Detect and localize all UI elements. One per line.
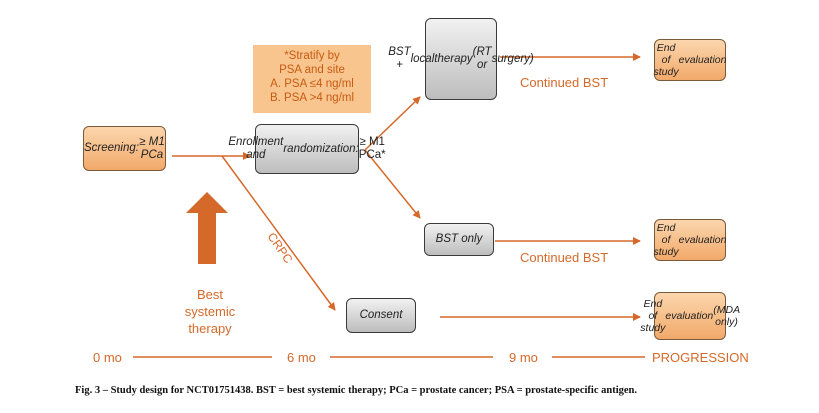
- bst-only-box: BST only: [424, 223, 494, 256]
- stratify-line-4: B. PSA >4 ng/ml: [269, 92, 355, 104]
- screening-box: Screening: ≥ M1 PCa: [83, 126, 166, 171]
- arrow-enrollment-to-bst-local: [364, 96, 421, 151]
- screening-line-2: ≥ M1 PCa: [139, 135, 165, 161]
- stratify-line-2: PSA and site: [279, 64, 345, 76]
- timeline-6mo: 6 mo: [287, 350, 316, 365]
- end3-line-1: End of study: [640, 298, 666, 334]
- consent-box: Consent: [346, 298, 416, 333]
- best-line-3: therapy: [188, 321, 232, 336]
- best-line-1: Best: [196, 287, 223, 302]
- timeline-0mo: 0 mo: [93, 350, 122, 365]
- timeline-progression: PROGRESSION: [652, 350, 749, 365]
- enrollment-line-3: ≥ M1 PCa*: [358, 136, 386, 161]
- enrollment-line-1: Enrollment and: [228, 136, 284, 161]
- enrollment-line-2: randomization:: [283, 142, 359, 155]
- up-arrow-icon: [186, 192, 228, 264]
- bst-local-line-5: surgery): [491, 52, 534, 65]
- best-line-2: systemic: [184, 304, 236, 319]
- bst-local-box: BST + local therapy (RT or surgery): [388, 18, 534, 100]
- end1-line-1: End of study: [653, 42, 679, 78]
- end3-line-3: (MDA only): [713, 304, 741, 328]
- timeline-9mo: 9 mo: [509, 350, 538, 365]
- bst-local-line-3: therapy: [434, 52, 473, 65]
- end-of-study-box-3: End of study evaluation (MDA only): [640, 292, 740, 340]
- bst-only-label: BST only: [435, 233, 483, 245]
- continued-bst-label-bottom: Continued BST: [520, 250, 609, 265]
- best-systemic-therapy-label: Best systemic therapy: [165, 286, 255, 337]
- end1-line-2: evaluation: [678, 54, 727, 66]
- screening-line-1: Screening:: [84, 142, 139, 154]
- end-of-study-box-2: End of study evaluation: [654, 219, 726, 261]
- end3-line-2: evaluation: [665, 310, 714, 322]
- bst-local-line-2: local: [410, 52, 435, 65]
- end2-line-1: End of study: [653, 222, 679, 258]
- continued-bst-label-top: Continued BST: [520, 75, 609, 90]
- stratify-note: *Stratify by PSA and site A. PSA ≤4 ng/m…: [253, 45, 371, 113]
- stratify-line-1: *Stratify by: [284, 50, 340, 62]
- consent-label: Consent: [359, 309, 403, 321]
- enrollment-box: Enrollment and randomization: ≥ M1 PCa*: [228, 124, 386, 174]
- arrow-enrollment-to-bst-only: [364, 149, 421, 219]
- bst-local-line-1: BST +: [388, 46, 411, 71]
- stratify-line-3: A. PSA ≤4 ng/ml: [270, 78, 354, 90]
- arrow-screening-to-consent: [221, 155, 336, 311]
- figure-caption: Fig. 3 – Study design for NCT01751438. B…: [75, 385, 637, 396]
- end-of-study-box-1: End of study evaluation: [654, 39, 726, 81]
- bst-local-line-4: (RT or: [472, 46, 492, 71]
- end2-line-2: evaluation: [678, 234, 727, 246]
